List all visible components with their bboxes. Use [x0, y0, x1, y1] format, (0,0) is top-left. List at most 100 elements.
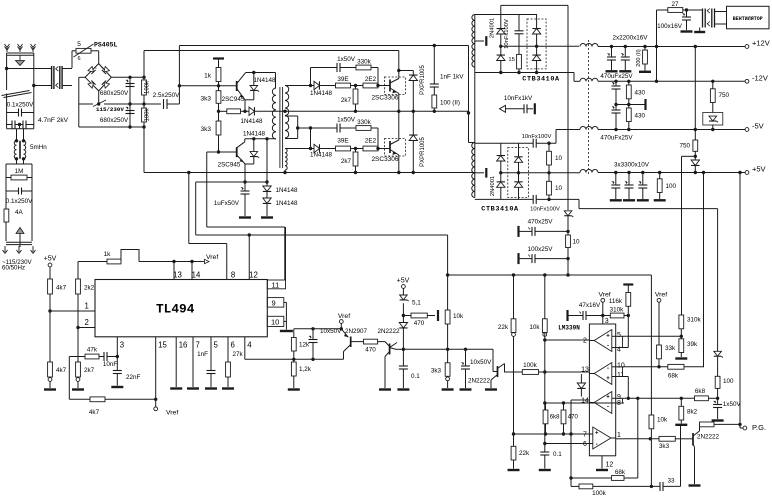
svg-text:1N4148: 1N4148: [240, 118, 263, 125]
svg-text:680x250V: 680x250V: [100, 90, 129, 97]
svg-text:47x16V: 47x16V: [579, 302, 601, 309]
svg-text:2E2: 2E2: [365, 76, 377, 83]
svg-text:-: -: [596, 442, 598, 448]
svg-text:14: 14: [581, 398, 589, 405]
svg-text:+5V: +5V: [397, 278, 410, 285]
svg-text:~: ~: [94, 66, 97, 72]
svg-text:2: 2: [583, 338, 587, 345]
svg-text:10: 10: [555, 155, 563, 162]
svg-text:68k: 68k: [668, 373, 679, 380]
svg-text:2k7: 2k7: [341, 97, 352, 104]
svg-text:1: 1: [617, 432, 621, 439]
svg-text:+12V: +12V: [752, 39, 770, 48]
svg-text:100x25V: 100x25V: [528, 246, 554, 253]
svg-text:39k: 39k: [687, 341, 698, 348]
svg-text:15: 15: [508, 57, 514, 63]
svg-text:0.1: 0.1: [553, 451, 562, 458]
svg-text:2SC945: 2SC945: [218, 162, 241, 169]
svg-text:+: +: [595, 431, 599, 437]
svg-text:LM339N: LM339N: [558, 325, 580, 332]
svg-text:~115/230V: ~115/230V: [2, 259, 33, 266]
svg-text:1,2k: 1,2k: [299, 366, 312, 373]
svg-text:6k8: 6k8: [695, 388, 706, 395]
svg-text:4A: 4A: [15, 209, 24, 216]
svg-text:1N4148: 1N4148: [243, 130, 266, 137]
svg-text:Vref: Vref: [166, 410, 178, 417]
svg-text:750: 750: [719, 92, 730, 99]
svg-text:2k7: 2k7: [341, 158, 352, 165]
svg-text:16: 16: [179, 340, 188, 349]
svg-text:39E: 39E: [337, 138, 348, 145]
svg-text:2N2907: 2N2907: [345, 328, 368, 335]
svg-text:470: 470: [365, 347, 376, 354]
svg-text:1x50V: 1x50V: [723, 401, 742, 408]
svg-text:4: 4: [247, 340, 252, 349]
svg-text:4: 4: [617, 346, 621, 353]
svg-text:7: 7: [196, 340, 200, 349]
svg-text:ВЕНТИЛЯТОР: ВЕНТИЛЯТОР: [733, 16, 763, 22]
svg-text:4k7: 4k7: [56, 367, 67, 374]
svg-text:3k3: 3k3: [431, 368, 442, 375]
svg-text:1N4148: 1N4148: [276, 187, 299, 194]
svg-text:1N4148: 1N4148: [253, 77, 276, 84]
svg-text:5: 5: [214, 340, 219, 349]
svg-text:100k: 100k: [145, 80, 151, 94]
svg-text:10k: 10k: [453, 313, 464, 320]
svg-text:11: 11: [617, 372, 624, 379]
svg-text:10x50V: 10x50V: [320, 328, 342, 335]
svg-text:2N2222: 2N2222: [468, 378, 491, 385]
svg-text:6: 6: [77, 56, 80, 62]
svg-text:200 (II): 200 (II): [636, 49, 642, 67]
svg-text:10: 10: [271, 318, 279, 327]
svg-text:2k2: 2k2: [84, 285, 95, 292]
svg-text:27k: 27k: [233, 351, 244, 358]
svg-text:3x3300x10V: 3x3300x10V: [614, 162, 650, 169]
svg-text:8: 8: [231, 271, 235, 280]
svg-text:3: 3: [120, 340, 124, 349]
svg-text:PXPR1005: PXPR1005: [420, 136, 426, 166]
svg-text:10: 10: [555, 185, 563, 192]
svg-text:Vref: Vref: [598, 292, 610, 299]
svg-text:9: 9: [617, 394, 621, 401]
svg-text:1x50V: 1x50V: [337, 117, 356, 124]
svg-text:5: 5: [77, 41, 81, 48]
svg-text:100: 100: [666, 183, 677, 190]
svg-text:750: 750: [679, 143, 690, 150]
svg-text:6: 6: [231, 340, 235, 349]
svg-text:2N2222: 2N2222: [697, 434, 720, 441]
svg-text:TL494: TL494: [156, 302, 195, 317]
svg-text:P.G.: P.G.: [752, 423, 766, 432]
svg-text:+5V: +5V: [44, 256, 57, 263]
svg-text:1nF: 1nF: [197, 351, 208, 358]
svg-text:100k: 100k: [592, 490, 607, 497]
svg-text:3k3: 3k3: [201, 126, 212, 133]
svg-text:470uFx25V: 470uFx25V: [600, 73, 633, 80]
svg-text:Vref: Vref: [338, 313, 350, 320]
svg-text:12: 12: [606, 462, 614, 469]
svg-text:CTB3410A: CTB3410A: [522, 75, 560, 83]
svg-text:1N4148: 1N4148: [276, 200, 299, 207]
svg-text:10k: 10k: [657, 417, 668, 424]
svg-text:1M: 1M: [15, 168, 24, 175]
svg-text:3: 3: [605, 318, 609, 325]
svg-text:1N4148: 1N4148: [310, 90, 333, 97]
svg-text:430: 430: [635, 113, 646, 120]
svg-text:-: -: [607, 344, 609, 350]
svg-text:15: 15: [158, 340, 167, 349]
svg-text:4k7: 4k7: [89, 409, 100, 416]
svg-text:2E2: 2E2: [365, 138, 377, 145]
svg-text:Vref: Vref: [655, 292, 667, 299]
svg-text:22nF: 22nF: [126, 374, 141, 381]
svg-text:430: 430: [635, 90, 646, 97]
svg-text:6: 6: [583, 441, 587, 448]
svg-text:2N4001: 2N4001: [490, 18, 496, 38]
svg-text:6k8: 6k8: [550, 414, 560, 420]
svg-text:7: 7: [583, 432, 587, 439]
svg-text:470: 470: [568, 414, 579, 420]
svg-text:~: ~: [101, 66, 104, 72]
svg-text:+: +: [606, 376, 610, 382]
svg-text:470uFx25V: 470uFx25V: [600, 135, 633, 142]
svg-text:1N4148: 1N4148: [310, 152, 333, 159]
svg-text:1uFx50V: 1uFx50V: [214, 200, 240, 207]
svg-text:5mHn: 5mHn: [30, 144, 47, 151]
